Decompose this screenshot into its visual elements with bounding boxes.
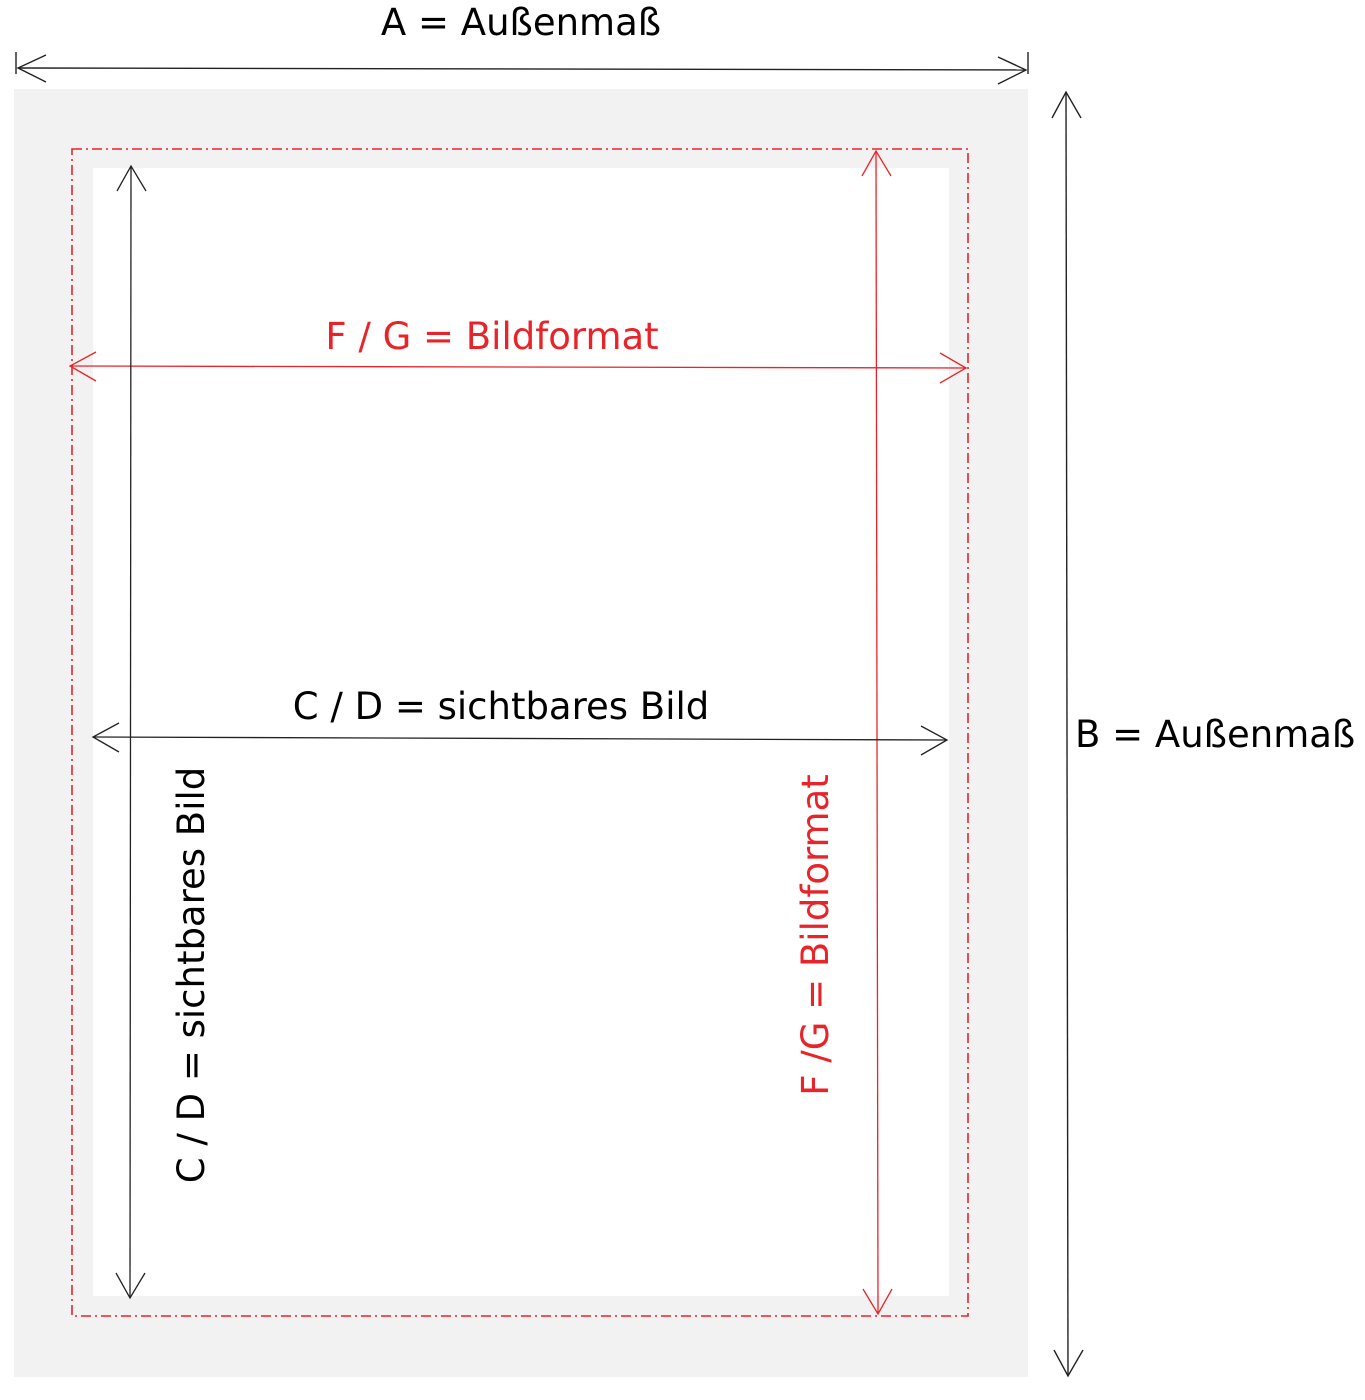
label-a-outer: A = Außenmaß [381,1,661,44]
label-fg-vertical: F /G = Bildformat [794,774,837,1096]
dimension-cd-visible-height [115,164,147,1300]
label-cd-horizontal: C / D = sichtbares Bild [293,685,710,728]
dimension-b-outer-height [1051,90,1084,1378]
dimension-a-outer-width [15,52,1029,85]
label-cd-vertical: C / D = sichtbares Bild [170,767,213,1184]
dimension-fg-format-height [861,149,893,1316]
dimension-cd-visible-width [91,722,949,756]
label-fg-horizontal: F / G = Bildformat [325,315,658,358]
dimension-fg-format-width [68,351,968,384]
image-format-border [71,148,969,1317]
visible-image-area [93,168,949,1296]
label-b-outer: B = Außenmaß [1075,713,1355,756]
